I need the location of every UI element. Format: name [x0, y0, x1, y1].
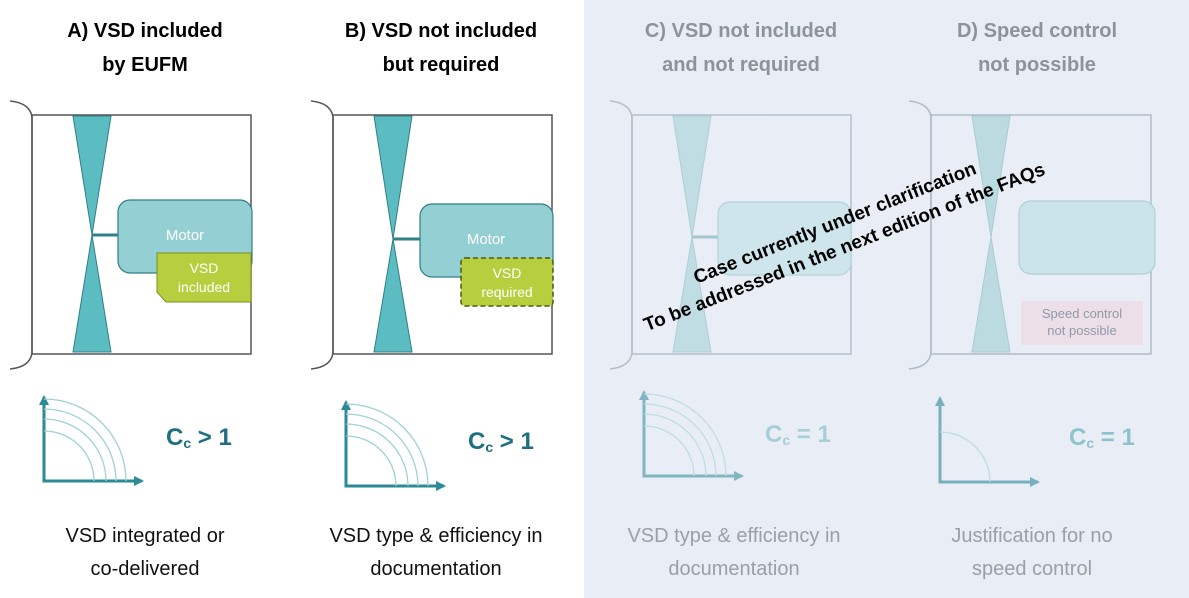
panel-d-heading: D) Speed control not possible	[892, 14, 1182, 82]
caption-line: VSD integrated or	[65, 525, 225, 547]
cc-symbol: C	[166, 424, 184, 451]
caption-line: speed control	[971, 558, 1093, 580]
speed-control-line: Speed control	[1041, 306, 1123, 321]
panel-b-heading: B) VSD not included but required	[296, 14, 586, 82]
motor-box	[717, 201, 852, 276]
vsd-required-label: VSD required	[460, 264, 554, 302]
cc-relation: = 1	[790, 421, 831, 448]
panel-d-graphic	[908, 100, 1156, 489]
motor-box	[1018, 200, 1156, 275]
cc-symbol: C	[1069, 424, 1087, 451]
motor-label: Motor	[466, 231, 506, 248]
cc-relation: = 1	[1094, 424, 1135, 451]
caption-line: documentation	[370, 558, 502, 580]
cc-relation: > 1	[493, 428, 534, 455]
cc-symbol: C	[468, 428, 486, 455]
heading-line: D) Speed control	[956, 20, 1117, 42]
caption-line: co-delivered	[90, 558, 200, 580]
panel-c-heading: C) VSD not included and not required	[596, 14, 886, 82]
motor-label: Motor	[165, 227, 205, 244]
cc-relation: > 1	[191, 424, 232, 451]
caption-line: Justification for no	[951, 525, 1113, 547]
panel-a-caption: VSD integrated or co-delivered	[0, 520, 290, 586]
speed-control-box	[1021, 301, 1143, 345]
xy-axes	[637, 388, 746, 483]
xy-axes	[933, 394, 1042, 489]
cc-value-c: Cc = 1	[765, 421, 831, 449]
vsd-label-line: required	[481, 284, 533, 300]
heading-line: A) VSD included	[67, 20, 223, 42]
cc-symbol: C	[765, 421, 783, 448]
panel-b-graphic	[310, 100, 554, 493]
cc-subscript: c	[183, 435, 192, 451]
vsd-box	[460, 257, 554, 307]
caption-line: documentation	[668, 558, 800, 580]
cc-subscript: c	[1086, 435, 1095, 451]
motor-label: Motor	[765, 229, 805, 246]
vsd-label-line: VSD	[189, 260, 219, 276]
caption-line: VSD type & efficiency in	[627, 525, 841, 547]
vsd-label-line: VSD	[492, 265, 522, 281]
heading-line: C) VSD not included	[644, 20, 838, 42]
speed-control-line: not possible	[1047, 323, 1117, 338]
panel-c-caption: VSD type & efficiency in documentation	[589, 520, 879, 586]
panel-b-caption: VSD type & efficiency in documentation	[291, 520, 581, 586]
panel-d-caption: Justification for no speed control	[887, 520, 1177, 586]
cc-subscript: c	[485, 439, 494, 455]
fan-impeller	[373, 115, 413, 353]
xy-axes	[37, 393, 146, 488]
cc-subscript: c	[782, 432, 791, 448]
heading-line: but required	[382, 54, 500, 76]
panel-a-heading: A) VSD included by EUFM	[0, 14, 290, 82]
vsd-included-label: VSD included	[157, 259, 251, 297]
housing-bracket	[310, 100, 334, 370]
heading-line: B) VSD not included	[344, 20, 538, 42]
cc-value-a: Cc > 1	[166, 424, 232, 452]
heading-line: by EUFM	[102, 54, 188, 76]
panel-c-graphic	[609, 100, 852, 483]
heading-line: and not required	[662, 54, 820, 76]
housing-bracket	[9, 100, 33, 370]
heading-line: not possible	[978, 54, 1096, 76]
fan-impeller	[971, 115, 1011, 353]
speed-control-label: Speed control not possible	[1021, 305, 1143, 339]
cc-value-b: Cc > 1	[468, 428, 534, 456]
cc-value-d: Cc = 1	[1069, 424, 1135, 452]
caption-line: VSD type & efficiency in	[329, 525, 543, 547]
xy-axes	[339, 398, 448, 493]
panel-a-graphic	[9, 100, 253, 488]
motor-label: Motor	[1067, 229, 1107, 246]
vsd-label-line: included	[177, 279, 231, 295]
vsd-box	[156, 252, 252, 303]
